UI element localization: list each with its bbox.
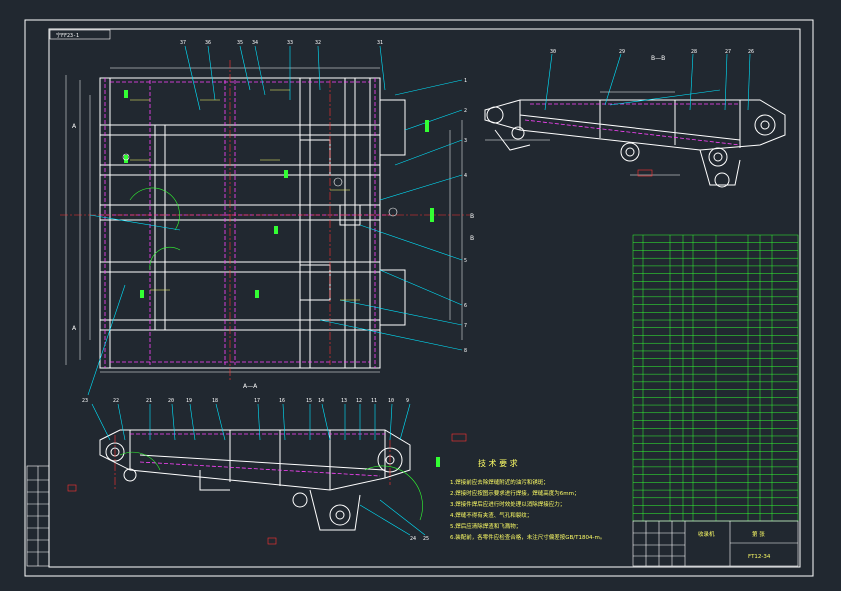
- balloon-1: 1: [464, 78, 467, 84]
- balloon-6: 6: [464, 303, 467, 309]
- balloons-right: 1 2 3 4 5 6 7 8: [464, 78, 467, 354]
- balloon-2: 2: [464, 108, 467, 114]
- balloon-21: 21: [146, 398, 152, 404]
- title-block-sheet: 第 张: [752, 530, 765, 538]
- balloon-23: 23: [82, 398, 88, 404]
- plan-view: A A B B: [60, 45, 474, 396]
- balloons-top: 37 36 35 34 33 32 31: [180, 40, 383, 46]
- title-block: 收录机 第 张 FT12-34: [632, 520, 799, 567]
- balloon-16: 16: [279, 398, 285, 404]
- balloon-26: 26: [748, 49, 754, 55]
- balloon-32: 32: [315, 40, 321, 46]
- balloon-13: 13: [341, 398, 347, 404]
- balloon-7: 7: [464, 323, 467, 329]
- inner-frame: [48, 28, 801, 568]
- technical-requirements: 技 术 要 求 1.焊接前应去除焊缝附近的油污和锈斑； 2.焊接时应按图示要求进…: [450, 458, 605, 541]
- balloon-3: 3: [464, 138, 467, 144]
- tech-note-3: 3.焊接件焊后应进行时效处理以消除焊接应力；: [450, 500, 565, 508]
- section-aa-title: A—A: [243, 383, 258, 390]
- section-bb-title: B—B: [651, 55, 665, 62]
- balloon-14: 14: [318, 398, 324, 404]
- balloon-19: 19: [186, 398, 192, 404]
- balloon-20: 20: [168, 398, 174, 404]
- balloon-4: 4: [464, 173, 467, 179]
- tech-note-4: 4.焊缝不得有夹渣、气孔和裂纹；: [450, 511, 532, 519]
- section-bb-view: B—B: [484, 49, 786, 188]
- outer-frame: [24, 19, 814, 577]
- balloon-37: 37: [180, 40, 186, 46]
- section-mark-a-bottom: A: [72, 325, 77, 332]
- title-block-name: 收录机: [698, 530, 715, 538]
- balloon-18: 18: [212, 398, 218, 404]
- stamp-box: [49, 29, 111, 40]
- balloon-27: 27: [725, 49, 731, 55]
- balloon-17: 17: [254, 398, 260, 404]
- balloon-22: 22: [113, 398, 119, 404]
- balloon-11: 11: [371, 398, 377, 404]
- tech-note-6: 6.装配前，各零件应检查合格，未注尺寸偏差按GB/T1804-m。: [450, 533, 605, 541]
- stamp-label: 宁FF23-1: [56, 32, 79, 39]
- balloon-10: 10: [388, 398, 394, 404]
- tech-note-1: 1.焊接前应去除焊缝附近的油污和锈斑；: [450, 478, 549, 486]
- bom-table: [632, 234, 799, 522]
- balloon-30: 30: [550, 49, 556, 55]
- tech-note-2: 2.焊接时应按图示要求进行焊接，焊缝高度为6mm；: [450, 489, 579, 497]
- balloon-36: 36: [205, 40, 211, 46]
- title-block-code: FT12-34: [748, 554, 771, 560]
- tech-note-5: 5.焊后应清除焊渣和飞溅物；: [450, 522, 521, 530]
- balloon-5: 5: [464, 258, 467, 264]
- balloon-8: 8: [464, 348, 467, 354]
- section-mark-b-top: B: [470, 213, 474, 220]
- balloon-25: 25: [423, 536, 429, 542]
- section-mark-b-bottom: B: [470, 235, 474, 242]
- balloon-34: 34: [252, 40, 258, 46]
- balloon-9: 9: [406, 398, 409, 404]
- balloon-28: 28: [691, 49, 697, 55]
- left-side-table: [26, 465, 50, 567]
- balloon-12: 12: [356, 398, 362, 404]
- balloon-31: 31: [377, 40, 383, 46]
- section-mark-a-top: A: [72, 123, 77, 130]
- balloon-24: 24: [410, 536, 416, 542]
- balloon-33: 33: [287, 40, 293, 46]
- balloons-bottom: 23 22 21 20 19 18 17 16 15 14 13 12 11 1…: [82, 398, 429, 542]
- section-aa-view: A—A: [67, 383, 467, 545]
- balloon-29: 29: [619, 49, 625, 55]
- balloon-15: 15: [306, 398, 312, 404]
- balloon-35: 35: [237, 40, 243, 46]
- tech-req-title: 技 术 要 求: [478, 458, 518, 468]
